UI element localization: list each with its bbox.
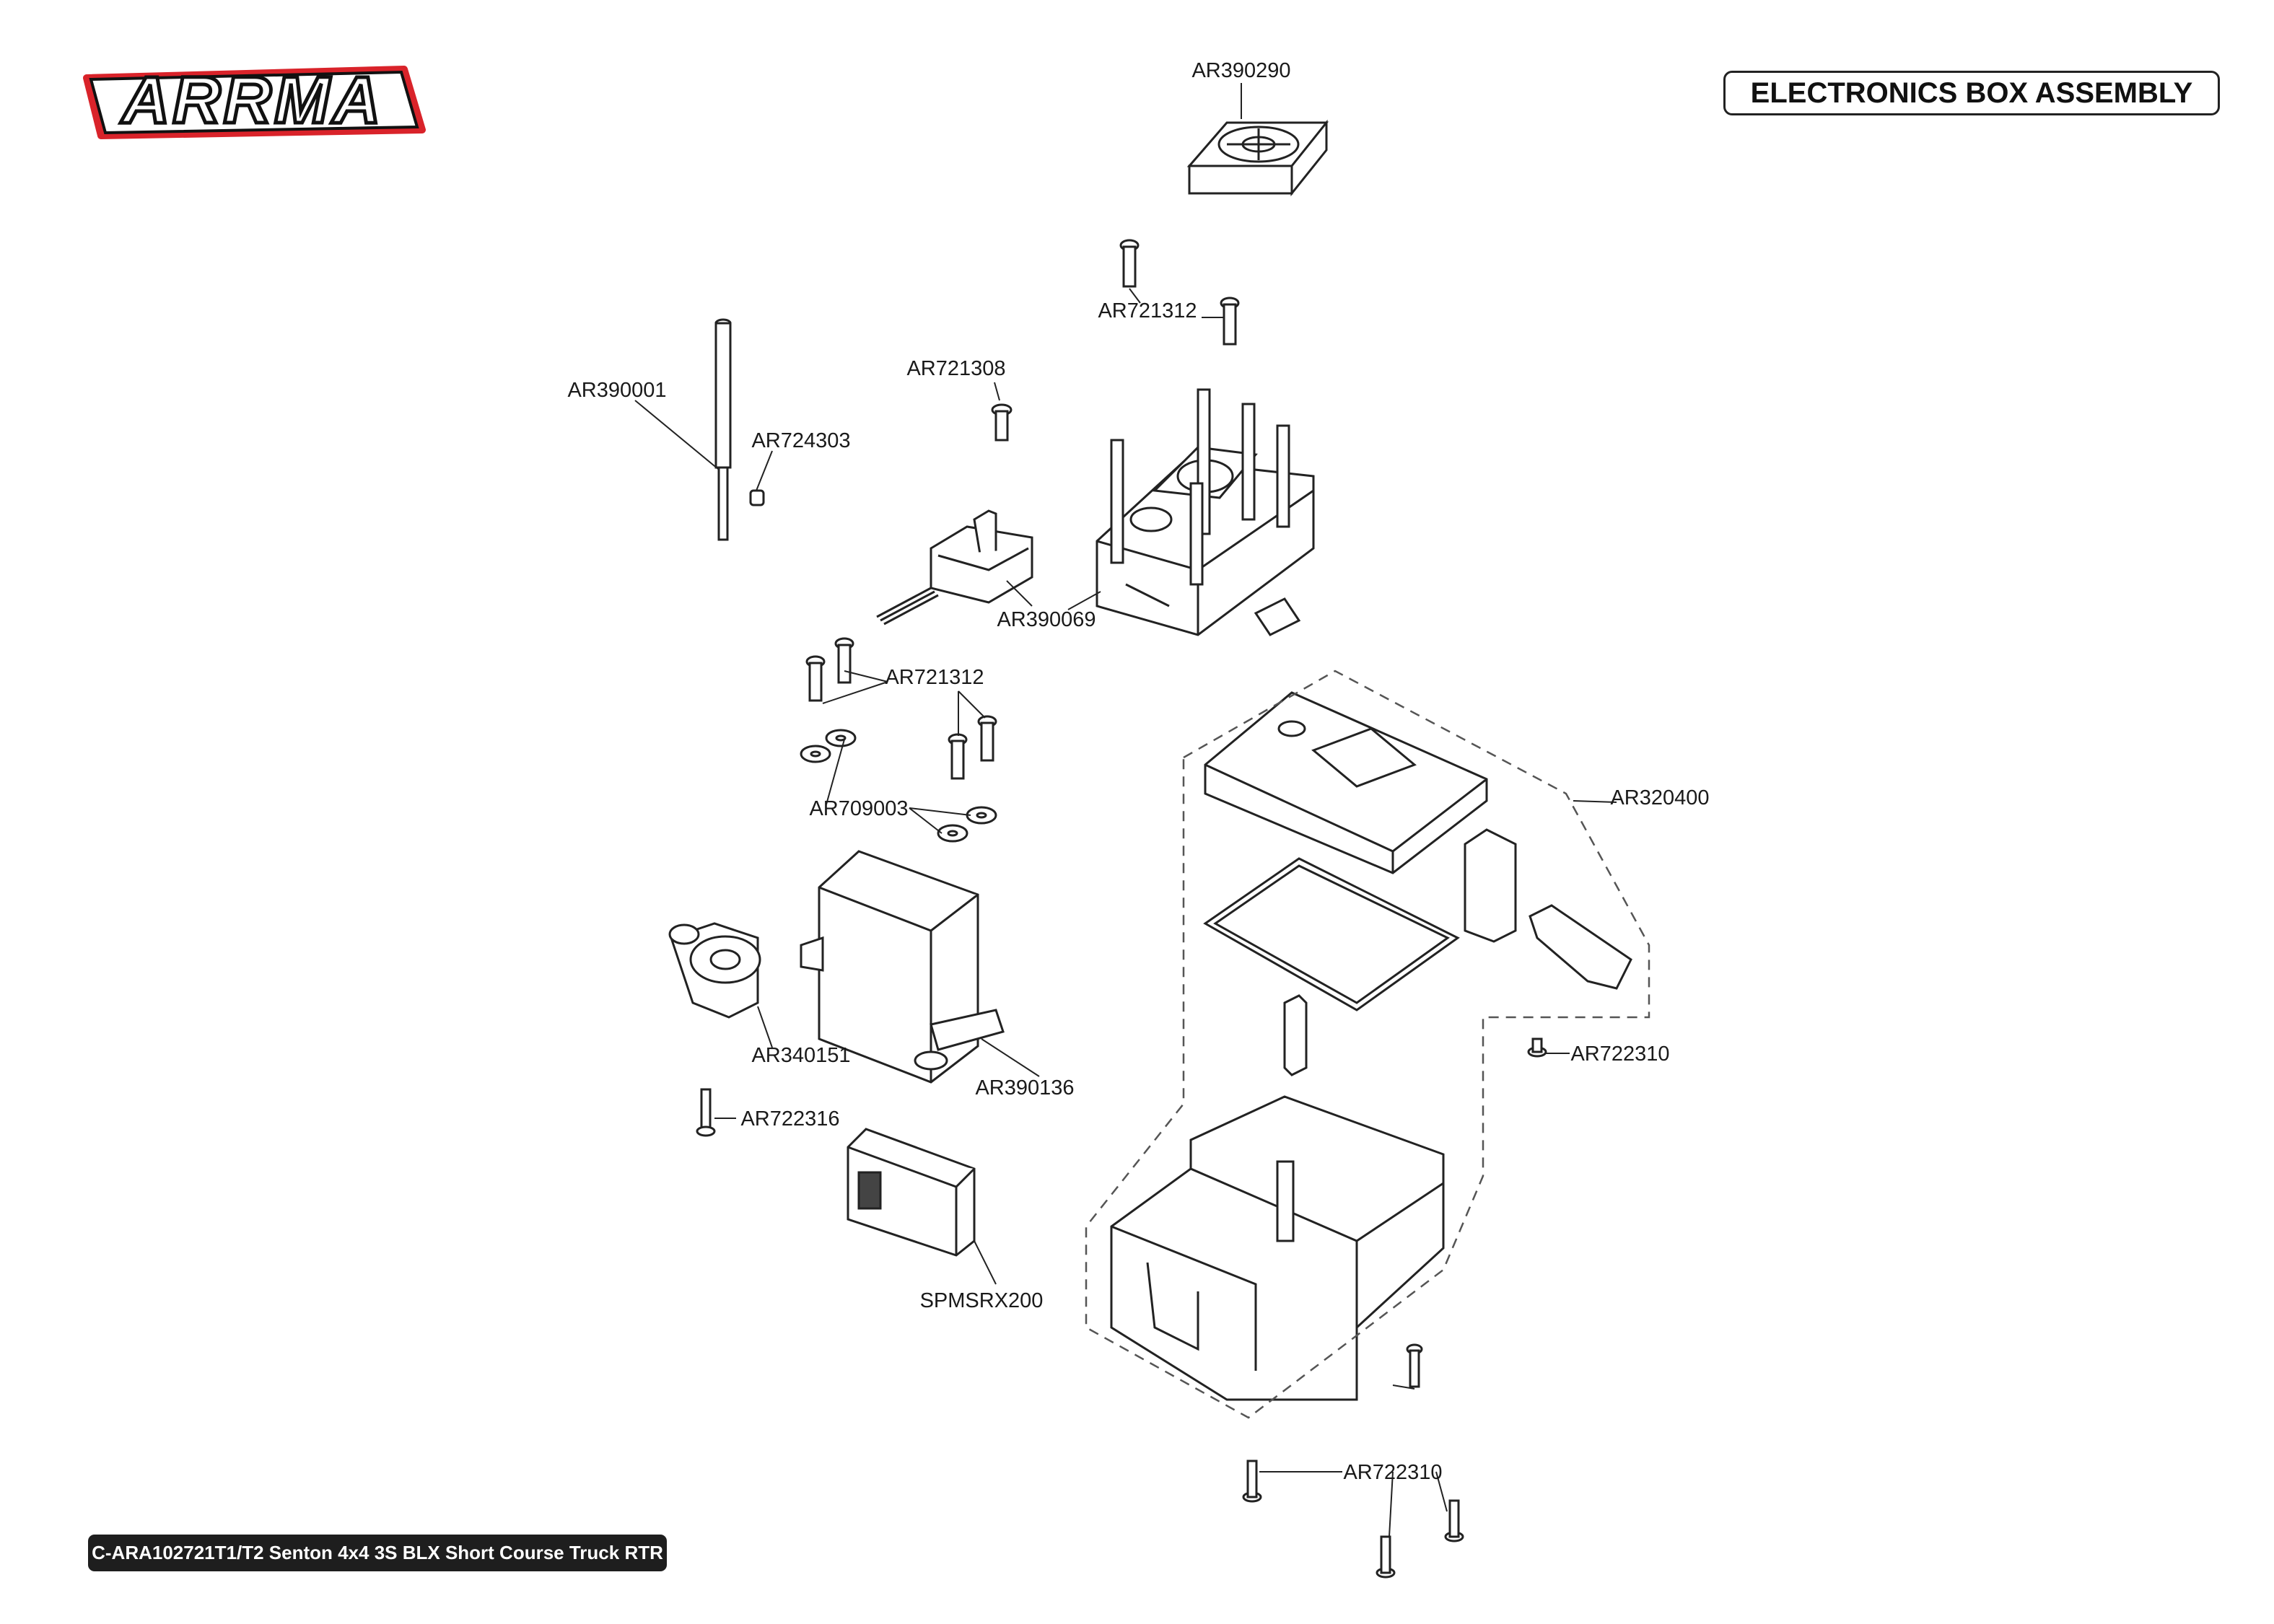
part-label-esc-screws: AR721312 xyxy=(885,666,984,689)
part-label-antenna-tube: AR390001 xyxy=(567,379,666,402)
part-label-receiver: SPMSRX200 xyxy=(920,1289,1044,1312)
part-label-servo-saver: AR340151 xyxy=(751,1044,850,1067)
cover-group-outline xyxy=(1085,670,1650,1419)
arrma-logo: ARRMA xyxy=(83,62,426,139)
servo-horn xyxy=(668,922,761,1019)
box-cover xyxy=(1204,691,1488,874)
antenna-cap xyxy=(749,489,765,506)
page-title: ELECTRONICS BOX ASSEMBLY xyxy=(1723,71,2220,115)
esc-screw xyxy=(805,637,997,780)
part-label-switch: AR390069 xyxy=(997,608,1096,631)
fan-screw xyxy=(1119,239,1140,288)
part-label-fan: AR390290 xyxy=(1191,59,1290,82)
servo-screw xyxy=(696,1088,716,1137)
leader-lines xyxy=(634,83,1617,1537)
box-clip xyxy=(1283,828,1632,1076)
part-label-box-bottom-screws: AR722310 xyxy=(1343,1461,1442,1484)
box-screw xyxy=(1242,1037,1547,1579)
part-label-switch-screw: AR721308 xyxy=(906,357,1005,380)
esc xyxy=(1096,388,1315,636)
receiver xyxy=(847,1128,976,1257)
electronics-box xyxy=(1110,1095,1445,1401)
part-label-servo: AR390136 xyxy=(975,1076,1074,1100)
switch-screw xyxy=(991,403,1013,442)
part-label-fan-screws: AR721312 xyxy=(1098,299,1197,322)
part-label-box-cover: AR320400 xyxy=(1610,786,1709,809)
cooling-fan xyxy=(1186,119,1329,197)
part-label-servo-screw: AR722316 xyxy=(740,1107,839,1131)
box-gasket xyxy=(1203,857,1460,1011)
antenna-tube xyxy=(714,318,732,541)
fan-screw xyxy=(1220,297,1240,346)
svg-text:ARRMA: ARRMA xyxy=(121,63,383,137)
power-switch xyxy=(876,509,1033,626)
model-footer: C-ARA102721T1/T2 Senton 4x4 3S BLX Short… xyxy=(88,1535,667,1571)
servo xyxy=(800,850,1005,1084)
part-label-antenna-cap: AR724303 xyxy=(751,429,850,452)
washer xyxy=(800,729,997,843)
part-label-box-side-screw: AR722310 xyxy=(1570,1043,1669,1066)
part-label-washers: AR709003 xyxy=(809,797,908,820)
